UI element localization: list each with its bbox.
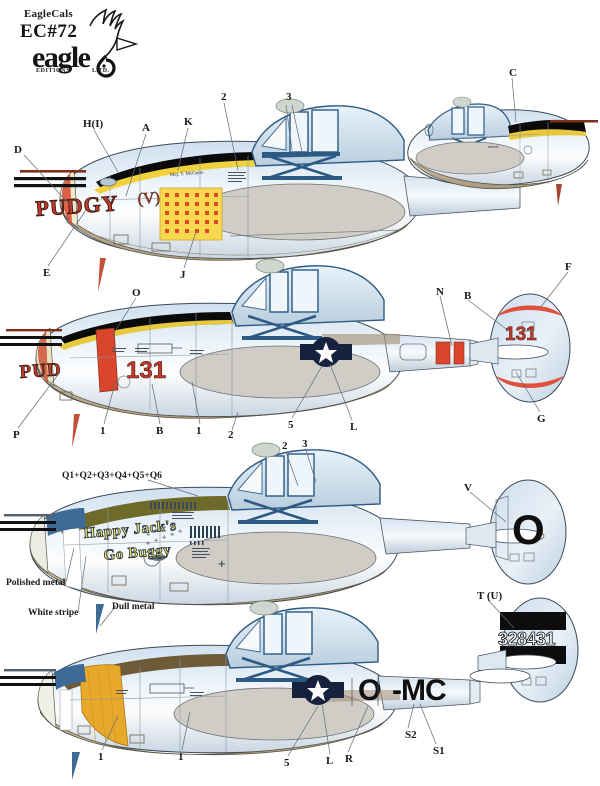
svg-text:✛: ✛ — [178, 529, 182, 535]
fuselage-number-131: 131 — [126, 357, 166, 384]
svg-text:✛: ✛ — [162, 525, 166, 531]
callout-O: O — [132, 287, 141, 299]
callout-S1: S1 — [433, 745, 445, 757]
callout-V: V — [464, 482, 472, 494]
svg-text:✛: ✛ — [146, 532, 150, 538]
callout-3-p1: 3 — [286, 91, 292, 103]
brand-name: EagleCals — [24, 8, 73, 20]
nose-art-v: (V) — [137, 189, 160, 208]
usaaf-star-insignia — [300, 337, 352, 367]
eaglecals-logo: EagleCals EC#72 eagle EDITIONS L.TD. — [18, 8, 198, 80]
callout-5-p2: 5 — [288, 419, 294, 431]
eagle-bird-icon — [89, 8, 139, 78]
nose-art-pud: PUD — [19, 359, 62, 383]
callout-N: N — [436, 286, 444, 298]
callout-1-p2a: 1 — [100, 425, 106, 437]
callout-K: K — [184, 116, 193, 128]
svg-text:✛: ✛ — [170, 522, 174, 528]
tail-fin-serial: 328431 — [477, 597, 579, 703]
cross-marking: + — [218, 556, 226, 571]
callout-L-p4: L — [326, 755, 334, 767]
svg-text:✛: ✛ — [170, 532, 174, 538]
callout-1-p4a: 1 — [98, 751, 104, 763]
callout-2-p3: 2 — [282, 440, 288, 452]
callout-H-I: H(I) — [83, 118, 104, 130]
callout-D: D — [14, 144, 22, 156]
callout-L-p2: L — [350, 421, 358, 433]
callout-2-p2: 2 — [228, 429, 234, 441]
callout-C: C — [509, 67, 517, 79]
profile-pudgy-131: PUD 131 131 — [0, 258, 571, 448]
set-number: EC#72 — [20, 21, 78, 42]
callout-A: A — [142, 122, 150, 134]
code-group-mc: -MC — [392, 674, 446, 707]
tail-letter-o: O — [512, 506, 545, 553]
svg-text:✛: ✛ — [154, 528, 158, 534]
nose-art-go-buggy: Go Buggy — [103, 542, 172, 564]
tail-fin-letter-o: O — [465, 479, 567, 585]
callout-T-U: T (U) — [477, 590, 503, 602]
callout-1-p4b: 1 — [178, 751, 184, 763]
callout-leader-lines — [17, 77, 569, 757]
tail-serial-number: 328431 — [498, 629, 556, 649]
callout-B-p2: B — [156, 425, 164, 437]
code-letter-o: O — [358, 674, 381, 707]
usaaf-star-insignia-4 — [292, 675, 344, 705]
callout-2-p1: 2 — [221, 91, 227, 103]
callout-3-p3: 3 — [302, 438, 308, 450]
small-stencil-text: stencil — [488, 144, 499, 149]
annotation-dull-metal: Dull metal — [112, 602, 155, 612]
annotation-q-combo: Q1+Q2+Q3+Q4+Q5+Q6 — [62, 471, 162, 481]
editions-text: EDITIONS — [36, 68, 71, 74]
callout-5-p4: 5 — [284, 757, 290, 769]
annotation-white-stripe: White stripe — [28, 608, 79, 618]
callout-1-p2b: 1 — [196, 425, 202, 437]
tail-number-131: 131 — [505, 324, 537, 345]
pilot-script-text: Maj. T. McGuire — [170, 171, 205, 178]
callout-F: F — [565, 261, 572, 273]
profile-pudgy-v: PUDGY (V) Maj. T. McGuire — [14, 98, 521, 292]
annotation-polished-metal: Polished metal — [6, 578, 66, 588]
profile-pudgy-right-rear: stencil — [407, 96, 598, 206]
callout-E: E — [43, 267, 51, 279]
callout-S2: S2 — [405, 729, 417, 741]
callout-J: J — [180, 269, 186, 281]
profile-happy-jacks: ✛ ✛ ✛ ✛ ✛ ✛ ✛ ✛ ✛ — [0, 442, 471, 634]
callout-G: G — [537, 413, 546, 425]
callout-R: R — [345, 753, 353, 765]
eagle-wordmark: eagle — [32, 41, 91, 74]
svg-text:✛: ✛ — [162, 535, 166, 541]
svg-text:✛: ✛ — [154, 538, 158, 544]
callout-P: P — [13, 429, 20, 441]
profile-o-mc: O -MC — [0, 600, 531, 780]
ltd-text: L.TD. — [92, 68, 110, 74]
svg-text:✛: ✛ — [146, 541, 150, 547]
callout-B-tail: B — [464, 290, 472, 302]
